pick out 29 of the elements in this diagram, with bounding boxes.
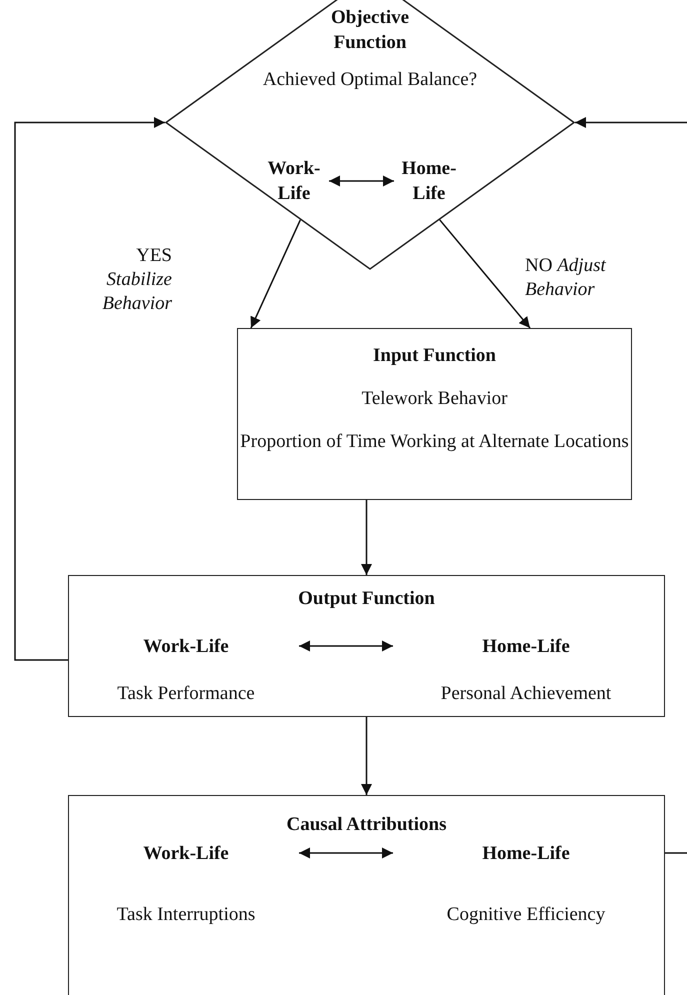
arrow — [361, 500, 372, 575]
node-text: Personal Achievement — [440, 682, 612, 706]
process-box — [68, 575, 665, 717]
node-text: Proportion of Time Working at Alternate Locations — [239, 430, 630, 454]
node-text: Task Performance — [116, 682, 256, 706]
arrow — [299, 640, 393, 652]
arrow — [439, 219, 531, 328]
node-title: Objective Function — [330, 6, 410, 55]
node-title: Home-Life — [400, 157, 458, 206]
node-title: Home-Life — [481, 842, 571, 866]
node-title: Work-Life — [142, 842, 230, 866]
node-text: Cognitive Efficiency — [446, 903, 606, 927]
process-box — [237, 328, 632, 500]
node-title: Causal Attributions — [286, 813, 448, 837]
arrow — [329, 176, 394, 186]
process-box — [68, 795, 665, 995]
arrow — [14, 117, 165, 661]
node-text: Telework Behavior — [360, 387, 508, 411]
node-text: Achieved Optimal Balance? — [262, 68, 478, 92]
node-title: Work-Life — [266, 157, 322, 206]
node-title: Input Function — [372, 344, 498, 368]
arrow — [361, 717, 372, 795]
arrow — [575, 117, 687, 854]
node-title: Work-Life — [142, 635, 230, 659]
arrow — [299, 848, 393, 858]
node-title: Output Function — [297, 587, 436, 611]
node-text: Task Interruptions — [116, 903, 256, 927]
node-title: Home-Life — [481, 635, 571, 659]
arrow — [250, 220, 301, 328]
